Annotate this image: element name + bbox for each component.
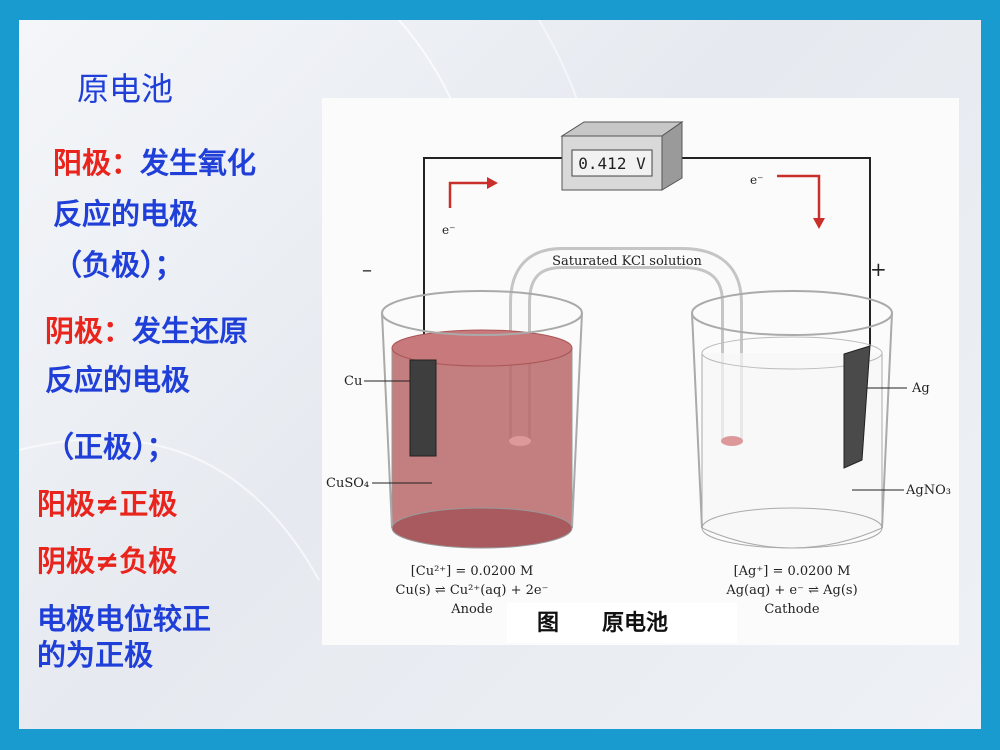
anode-line1-text: 发生氧化 [140, 146, 257, 180]
anode-name: Anode [450, 602, 493, 617]
silver-label: Ag [911, 381, 930, 396]
minus-sign: – [362, 257, 372, 281]
figure-caption-prefix: 图 [537, 611, 559, 636]
anode-definition-line1: 阳极：发生氧化 [53, 140, 256, 182]
cathode-definition-line1: 阴极：发生还原 [45, 308, 248, 350]
cathode-definition-line3: （正极）； [45, 430, 176, 464]
neq-cathode-negative: 阴极≠负极 [37, 544, 178, 578]
rule-line2: 的为正极 [37, 638, 154, 672]
anode-beaker [381, 290, 583, 549]
cathode-reaction: Ag(aq) + e⁻ ⇌ Ag(s) [725, 583, 857, 598]
slide: 原电池 阳极：发生氧化 反应的电极 （负极）； 阴极：发生还原 反应的电极 （正… [19, 20, 981, 729]
arrow-head-right [813, 218, 825, 229]
plus-sign: + [870, 257, 887, 281]
rule-line1: 电极电位较正 [37, 602, 212, 636]
electron-label-left: e⁻ [442, 223, 455, 237]
cathode-label: 阴极： [45, 314, 133, 348]
voltmeter-reading: 0.412 V [578, 154, 646, 173]
slide-title: 原电池 [77, 70, 174, 108]
figure-caption: 原电池 [602, 611, 668, 636]
caption-box [507, 603, 737, 643]
salt-bridge-tip-right [721, 436, 743, 446]
cathode-beaker [691, 290, 893, 549]
silver-nitrate-label: AgNO₃ [905, 483, 951, 498]
cathode-definition-line2: 反应的电极 [45, 363, 191, 397]
anode-label: 阳极： [53, 146, 141, 180]
voltmeter [560, 121, 684, 191]
cathode-line1-text: 发生还原 [132, 314, 249, 348]
galvanic-cell-figure: e⁻ e⁻ 0.412 V – + Saturated KCl solution [322, 98, 959, 645]
copper-electrode [409, 359, 437, 457]
silver-electrode [843, 345, 871, 469]
circuit-wires [423, 157, 871, 360]
copper-label: Cu [344, 374, 362, 389]
copper-sulfate-label: CuSO₄ [326, 476, 369, 491]
cathode-name: Cathode [764, 602, 819, 617]
anode-concentration: [Cu²⁺] = 0.0200 M [411, 564, 534, 579]
arrow-head-left [487, 177, 498, 189]
salt-bridge-tip-left [509, 436, 531, 446]
neq-anode-positive: 阳极≠正极 [37, 487, 178, 521]
cathode-concentration: [Ag⁺] = 0.0200 M [734, 564, 851, 579]
electron-flow-arrows [448, 174, 821, 218]
electron-label-right: e⁻ [750, 173, 763, 187]
anode-definition-line3: （负极）； [53, 248, 184, 282]
anode-definition-line2: 反应的电极 [53, 197, 199, 231]
anode-reaction: Cu(s) ⇌ Cu²⁺(aq) + 2e⁻ [396, 583, 549, 598]
salt-bridge-label: Saturated KCl solution [552, 254, 702, 269]
